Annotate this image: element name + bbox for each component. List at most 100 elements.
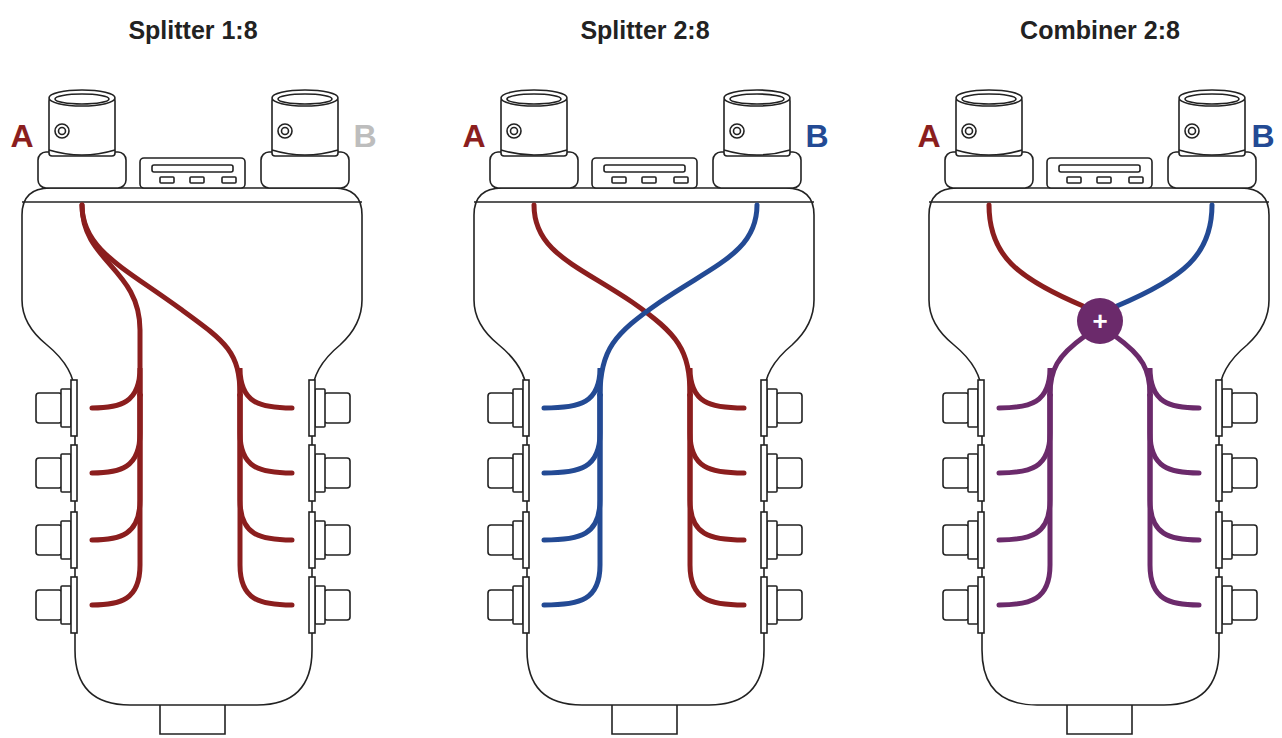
side-jack-nut <box>513 521 523 559</box>
bayonet-pin <box>507 124 521 138</box>
housing-seam <box>22 201 362 203</box>
side-jack <box>36 458 62 488</box>
display-window <box>604 165 685 172</box>
bnc-ring <box>501 150 567 155</box>
signal-wire <box>544 395 600 540</box>
bayonet-pin-head <box>734 128 741 135</box>
side-jack <box>324 525 350 555</box>
side-jack <box>1231 525 1257 555</box>
display <box>1047 158 1152 188</box>
bnc-flange <box>261 152 349 188</box>
housing-outline <box>474 188 814 705</box>
housing-seam <box>474 201 814 203</box>
side-jack <box>776 458 802 488</box>
side-jack-flange <box>309 577 315 633</box>
side-jack <box>943 525 969 555</box>
signal-wire <box>92 395 140 473</box>
port-label: B <box>1251 120 1274 152</box>
bnc-ring <box>1179 150 1245 155</box>
side-jack-flange <box>523 380 529 436</box>
bnc-ring <box>272 150 338 155</box>
signal-wire <box>544 395 600 473</box>
side-jack-flange <box>761 380 767 436</box>
signal-wire <box>999 395 1050 605</box>
side-jack <box>324 590 350 620</box>
bnc-flange <box>490 152 578 188</box>
display-window <box>152 165 233 172</box>
side-jack-flange <box>523 512 529 568</box>
side-jack-flange <box>761 445 767 501</box>
bnc-ring <box>724 150 790 155</box>
signal-wire <box>544 368 600 408</box>
signal-wire <box>1150 395 1199 540</box>
signal-wire <box>690 395 744 473</box>
side-jack-flange <box>309 445 315 501</box>
side-jack-nut <box>315 454 325 492</box>
signal-wire <box>690 395 744 605</box>
side-jack-nut <box>315 586 325 624</box>
side-jack-nut <box>968 454 978 492</box>
signal-wire <box>92 395 140 540</box>
side-jack <box>776 525 802 555</box>
port-label: A <box>10 120 33 152</box>
side-jack-nut <box>968 521 978 559</box>
side-jack-nut <box>61 521 71 559</box>
device-title: Splitter 2:8 <box>580 18 709 43</box>
device-housing <box>474 90 814 734</box>
signal-wire <box>989 205 1083 306</box>
side-jack-nut <box>968 389 978 427</box>
side-jack-nut <box>315 521 325 559</box>
bnc-flange <box>713 152 801 188</box>
side-jack-nut <box>61 389 71 427</box>
side-jack <box>943 458 969 488</box>
housing-outline <box>929 188 1269 705</box>
side-jack <box>776 393 802 423</box>
bnc-mouth <box>956 90 1022 106</box>
display-button <box>612 177 626 183</box>
side-jack-nut <box>61 454 71 492</box>
display-button <box>190 177 204 183</box>
side-jack-nut <box>767 521 777 559</box>
display-button <box>1097 177 1111 183</box>
display-button <box>160 177 174 183</box>
side-jack <box>1231 393 1257 423</box>
side-jack <box>488 393 514 423</box>
bayonet-pin <box>1185 124 1199 138</box>
side-jack-flange <box>71 380 77 436</box>
bayonet-pin-head <box>59 128 66 135</box>
side-jack <box>488 525 514 555</box>
signal-wire <box>240 395 292 605</box>
side-jack <box>324 458 350 488</box>
signal-wire <box>690 395 744 540</box>
side-jack-flange <box>978 380 984 436</box>
side-jack-flange <box>71 577 77 633</box>
side-jack-nut <box>1222 586 1232 624</box>
signal-wire <box>999 395 1050 540</box>
device-housing <box>929 90 1269 734</box>
side-jack-nut <box>767 389 777 427</box>
display-button <box>642 177 656 183</box>
bnc-ring <box>49 150 115 155</box>
side-jack-flange <box>761 577 767 633</box>
side-jack-nut <box>1222 521 1232 559</box>
side-jack <box>36 525 62 555</box>
port-label: A <box>917 120 940 152</box>
bayonet-pin-head <box>1189 128 1196 135</box>
bayonet-pin <box>730 124 744 138</box>
side-jack-nut <box>315 389 325 427</box>
side-jack <box>36 393 62 423</box>
side-jack <box>36 590 62 620</box>
side-jack <box>943 590 969 620</box>
side-jack <box>488 458 514 488</box>
bayonet-pin-head <box>511 128 518 135</box>
side-jack-nut <box>1222 389 1232 427</box>
bnc-inner <box>278 94 332 104</box>
signal-wire <box>1150 368 1199 408</box>
signal-wire <box>92 368 140 408</box>
signal-wire <box>1117 205 1212 306</box>
side-jack-nut <box>767 586 777 624</box>
signal-wire <box>1150 395 1199 473</box>
port-label: A <box>462 120 485 152</box>
